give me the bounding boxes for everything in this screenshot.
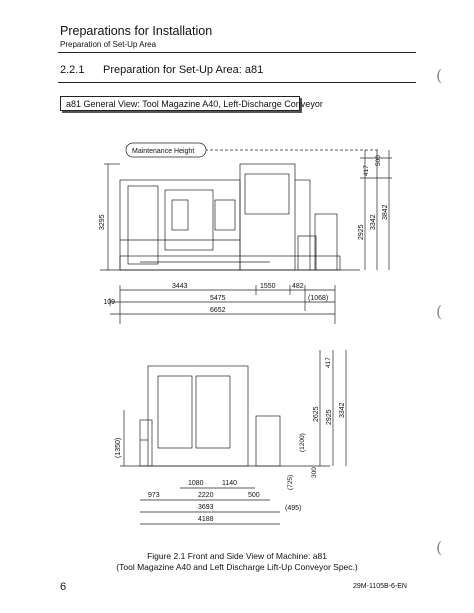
header-title: Preparations for Installation bbox=[60, 24, 213, 38]
dim-front-482: 482 bbox=[292, 283, 304, 290]
dim-side-3693: 3693 bbox=[198, 504, 214, 511]
view-caption-box: a81 General View: Tool Magazine A40, Lef… bbox=[60, 96, 323, 111]
dim-front-3342: 3342 bbox=[370, 214, 377, 230]
dim-front-109: 109 bbox=[103, 299, 115, 306]
dim-side-1080: 1080 bbox=[188, 480, 204, 487]
dim-side-417: 417 bbox=[325, 357, 332, 368]
dim-side-1350: (1350) bbox=[115, 438, 122, 458]
page-number: 6 bbox=[60, 581, 67, 593]
dim-front-5475: 5475 bbox=[210, 295, 226, 302]
dim-side-2220: 2220 bbox=[198, 492, 214, 499]
dim-side-2925: 2925 bbox=[326, 409, 333, 425]
dim-front-3842: 3842 bbox=[382, 204, 389, 220]
section-number: 2.2.1 bbox=[60, 64, 85, 76]
dim-front-417: 417 bbox=[363, 165, 370, 176]
margin-mark-1: ( bbox=[436, 66, 443, 85]
dim-front-1068: (1068) bbox=[308, 295, 328, 302]
figure-caption-line2: (Tool Magazine A40 and Left Discharge Li… bbox=[116, 562, 358, 572]
dim-side-1200: (1200) bbox=[299, 433, 306, 452]
figure-caption-line1: Figure 2.1 Front and Side View of Machin… bbox=[147, 551, 327, 561]
section-title: Preparation for Set-Up Area: a81 bbox=[103, 64, 264, 76]
header-subtitle: Preparation of Set-Up Area bbox=[60, 40, 157, 49]
dim-side-4188: 4188 bbox=[198, 516, 214, 523]
dim-front-3295: 3295 bbox=[99, 214, 106, 230]
dim-side-1140: 1140 bbox=[222, 480, 237, 487]
dim-side-495: (495) bbox=[285, 505, 301, 512]
dim-front-500: 500 bbox=[375, 155, 382, 166]
dim-side-3342: 3342 bbox=[339, 402, 346, 418]
dim-side-500: 500 bbox=[248, 492, 260, 499]
section-rule bbox=[58, 82, 416, 83]
dim-front-2925: 2925 bbox=[358, 224, 365, 240]
maintenance-height-label: Maintenance Height bbox=[132, 148, 194, 155]
machine-drawing: Maintenance Height 3443 1550 482 109 547… bbox=[99, 142, 392, 525]
document-code: 29M-1105B-6-EN bbox=[353, 583, 407, 590]
margin-mark-3: ( bbox=[436, 538, 443, 557]
header-rule bbox=[58, 52, 416, 53]
dim-front-3443: 3443 bbox=[172, 283, 188, 290]
dim-front-1550: 1550 bbox=[260, 283, 276, 290]
dim-side-725: (725) bbox=[287, 475, 294, 490]
margin-mark-2: ( bbox=[436, 302, 443, 321]
dim-side-973: 973 bbox=[148, 492, 160, 499]
dim-side-2625: 2625 bbox=[313, 406, 320, 422]
dim-side-300: 300 bbox=[311, 467, 318, 478]
dim-front-6652: 6652 bbox=[210, 307, 226, 314]
